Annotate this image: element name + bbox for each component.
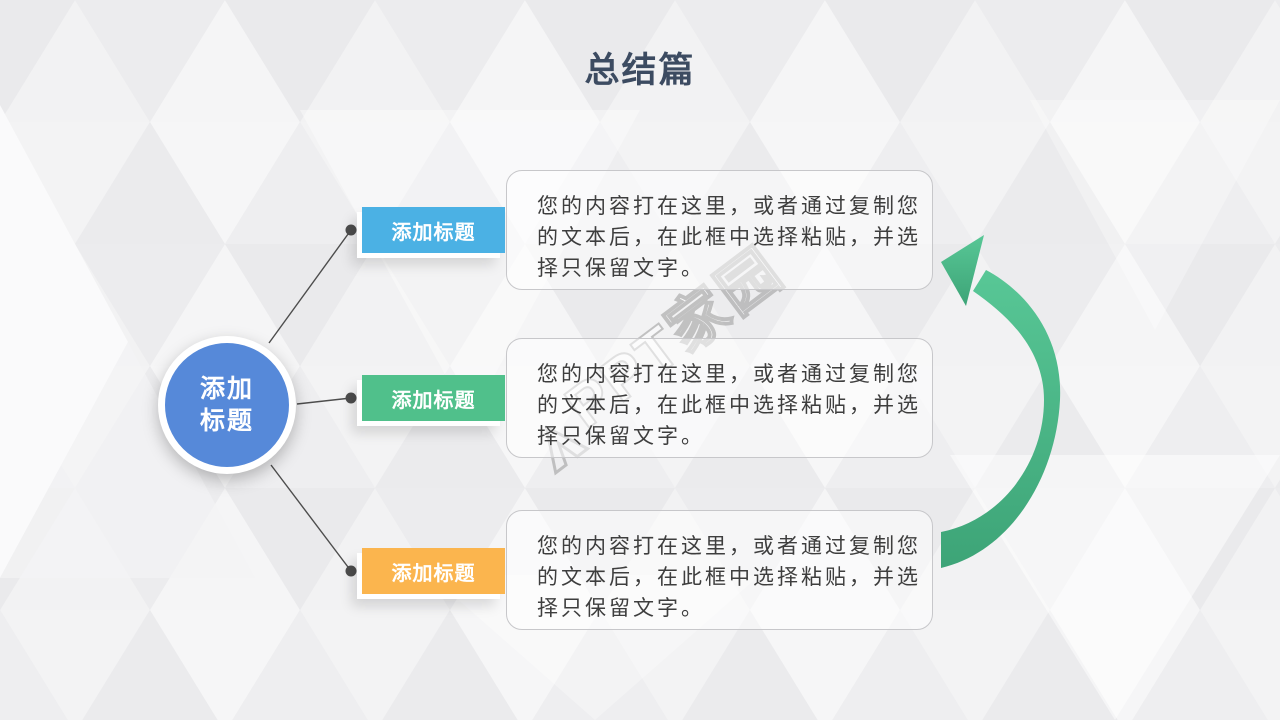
- center-node-label-line1: 添加: [199, 375, 254, 403]
- tag-green: 添加标题: [362, 375, 505, 421]
- textbox-2: 您的内容打在这里，或者通过复制您的文本后，在此框中选择粘贴，并选择只保留文字。: [506, 338, 933, 458]
- page-title: 总结篇: [584, 51, 696, 90]
- textbox-3: 您的内容打在这里，或者通过复制您的文本后，在此框中选择粘贴，并选择只保留文字。: [506, 510, 933, 630]
- textbox-1: 您的内容打在这里，或者通过复制您的文本后，在此框中选择粘贴，并选择只保留文字。: [506, 170, 933, 290]
- tag-blue: 添加标题: [362, 207, 505, 253]
- center-node: 添加 标题: [158, 336, 296, 474]
- center-node-label-line2: 标题: [199, 407, 254, 435]
- tag-orange: 添加标题: [362, 548, 505, 594]
